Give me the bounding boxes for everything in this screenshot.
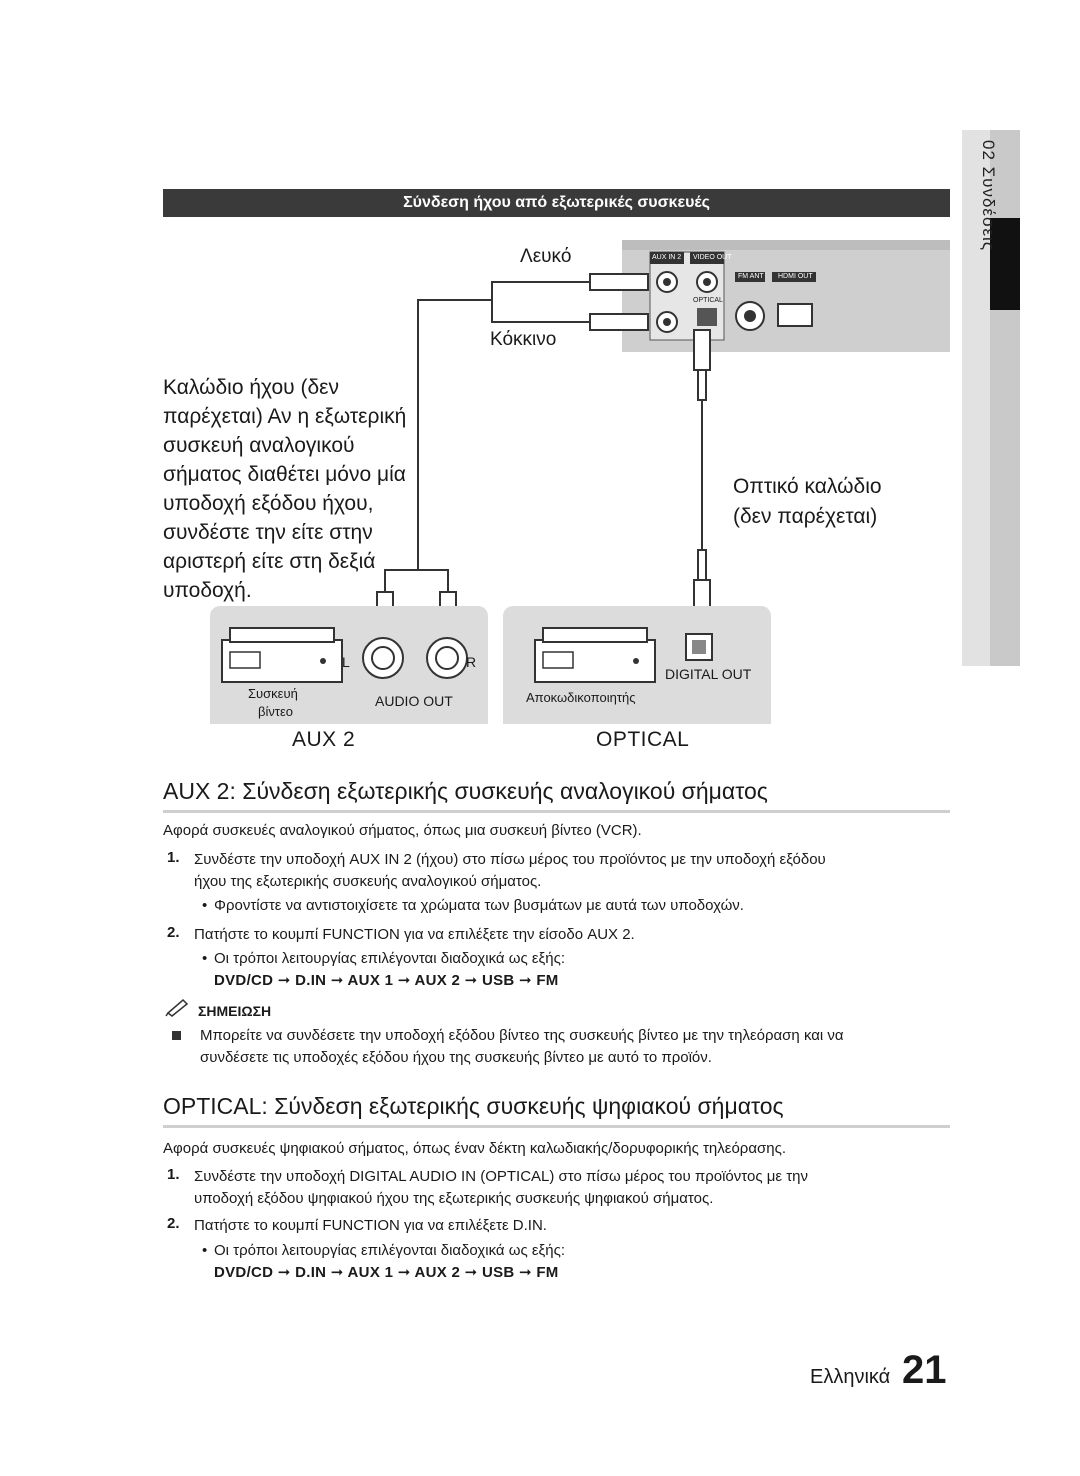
rear-label-video: VIDEO OUT — [693, 254, 732, 261]
optical-mode-sequence: DVD/CD ➞ D.IN ➞ AUX 1 ➞ AUX 2 ➞ USB ➞ FM — [214, 1264, 559, 1281]
optical-cable-supplied: (δεν παρέχεται) — [733, 505, 878, 528]
vcr-panel: L R Συσκευή βίντεο AUDIO OUT — [210, 606, 488, 724]
vcr-label-2: βίντεο — [258, 704, 294, 719]
red-plug — [589, 313, 649, 331]
section-banner: Σύνδεση ήχου από εξωτερικές συσκευές — [163, 189, 950, 217]
note-line2: συνδέσετε τις υποδοχές εξόδου ήχου της σ… — [200, 1049, 712, 1066]
note-line1: Μπορείτε να συνδέσετε την υποδοχή εξόδου… — [200, 1027, 844, 1044]
hdmi-out-jack — [777, 303, 813, 327]
decoder-drawing — [534, 627, 713, 683]
aux2-caption: AUX 2 — [292, 728, 356, 751]
aux-step2-bullet: Οι τρόποι λειτουργίας επιλέγονται διαδοχ… — [202, 948, 565, 970]
white-plug — [589, 273, 649, 291]
optical-step2-bullet: Οι τρόποι λειτουργίας επιλέγονται διαδοχ… — [202, 1240, 565, 1262]
connection-diagram — [376, 240, 950, 637]
optical-caption: OPTICAL — [596, 728, 690, 751]
rear-label-hdmi: HDMI OUT — [778, 273, 813, 280]
optical-step1-line2: υποδοχή εξόδου ψηφιακού ήχου της εξωτερι… — [194, 1190, 714, 1207]
optical-cable-note: Οπτικό καλώδιο (δεν παρέχεται) — [733, 472, 882, 532]
chapter-tab-marker — [990, 218, 1020, 310]
rear-label-fm: FM ANT — [738, 273, 764, 280]
optical-step2: Πατήστε το κουμπί FUNCTION για να επιλέξ… — [194, 1217, 547, 1234]
optical-plug-top — [693, 329, 711, 371]
aux-mode-sequence: DVD/CD ➞ D.IN ➞ AUX 1 ➞ AUX 2 ➞ USB ➞ FM — [214, 972, 559, 989]
note-title: ΣΗΜΕΙΩΣΗ — [198, 1003, 272, 1019]
decoder-label: Αποκωδικοποιητής — [526, 690, 636, 705]
digital-out-label: DIGITAL OUT — [665, 666, 752, 682]
left-channel-label: L — [342, 654, 350, 670]
aux-step2-number: 2. — [167, 924, 180, 941]
decoder-panel: Αποκωδικοποιητής DIGITAL OUT — [503, 606, 771, 724]
vcr-label-1: Συσκευή — [248, 686, 298, 701]
optical-step2-number: 2. — [167, 1215, 180, 1232]
right-channel-label: R — [466, 654, 477, 670]
footer-language: Ελληνικά — [810, 1366, 891, 1388]
audio-cable-title: Καλώδιο ήχου — [163, 376, 295, 399]
rear-label-optical: OPTICAL — [693, 297, 723, 304]
note-pencil-icon — [165, 998, 189, 1017]
chapter-tab — [962, 130, 1020, 666]
rear-label-aux: AUX IN 2 — [652, 254, 682, 261]
page-number: 21 — [902, 1348, 947, 1392]
audio-cable-note: Καλώδιο ήχου (δεν παρέχεται) Αν η εξωτερ… — [163, 373, 413, 605]
red-label: Κόκκινο — [490, 329, 557, 350]
optical-intro: Αφορά συσκευές ψηφιακού σήματος, όπως έν… — [163, 1140, 787, 1157]
white-label: Λευκό — [520, 246, 572, 267]
optical-section-heading: OPTICAL: Σύνδεση εξωτερικής συσκευής ψηφ… — [163, 1093, 950, 1128]
chapter-tab-light — [962, 130, 990, 666]
aux-section-heading: AUX 2: Σύνδεση εξωτερικής συσκευής αναλο… — [163, 778, 950, 813]
note-square-icon — [172, 1031, 181, 1040]
aux-step2: Πατήστε το κουμπί FUNCTION για να επιλέξ… — [194, 926, 635, 943]
aux-step1-bullet: Φροντίστε να αντιστοιχίσετε τα χρώματα τ… — [202, 895, 744, 917]
aux-intro: Αφορά συσκευές αναλογικού σήματος, όπως … — [163, 822, 642, 839]
aux-step1-line1: Συνδέστε την υποδοχή AUX IN 2 (ήχου) στο… — [194, 851, 826, 868]
audio-cable-text: (δεν παρέχεται) Αν η εξωτερική συσκευή α… — [163, 376, 407, 602]
vcr-drawing — [221, 627, 468, 683]
chapter-label: 02 Συνδέσεις — [979, 140, 998, 252]
aux-step1-line2: ήχου της εξωτερικής συσκευής αναλογικού … — [194, 873, 542, 890]
optical-step1-line1: Συνδέστε την υποδοχή DIGITAL AUDIO IN (O… — [194, 1168, 808, 1185]
audio-out-label: AUDIO OUT — [375, 693, 453, 709]
aux-step1-number: 1. — [167, 849, 180, 866]
optical-in-jack — [697, 308, 717, 326]
optical-cable-title: Οπτικό καλώδιο — [733, 475, 882, 498]
optical-step1-number: 1. — [167, 1166, 180, 1183]
